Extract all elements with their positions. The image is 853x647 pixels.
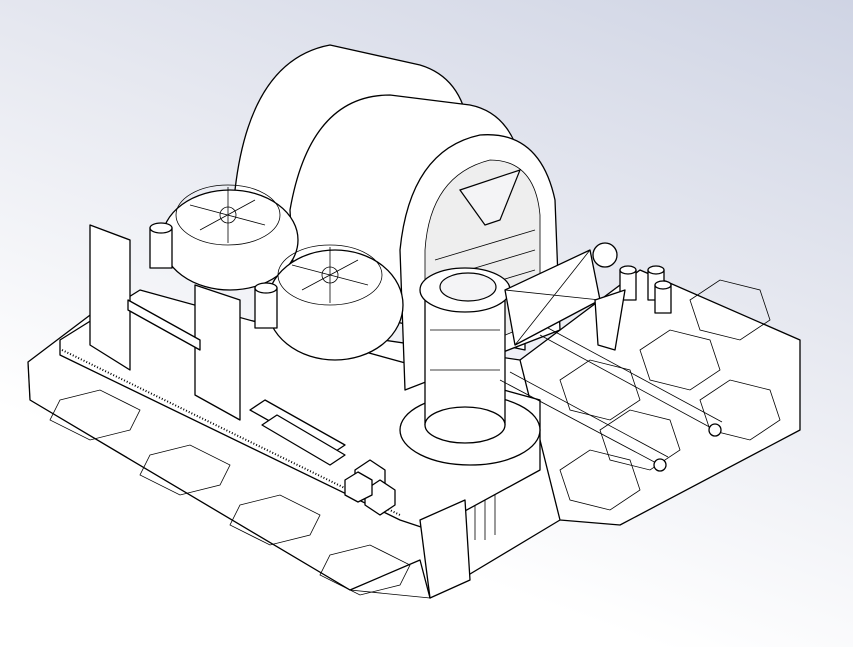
hex-grid-right [559, 279, 781, 511]
front-support [419, 499, 471, 599]
truss-arm [504, 242, 626, 351]
reactor-column-icon [399, 267, 541, 466]
rails [499, 327, 723, 472]
wall-right [194, 284, 241, 421]
emblem-icon [459, 169, 522, 226]
wall-left [89, 224, 131, 371]
small-cylinders [149, 222, 672, 329]
bars-and-cubes [249, 399, 396, 516]
hex-grid-left [49, 389, 411, 596]
